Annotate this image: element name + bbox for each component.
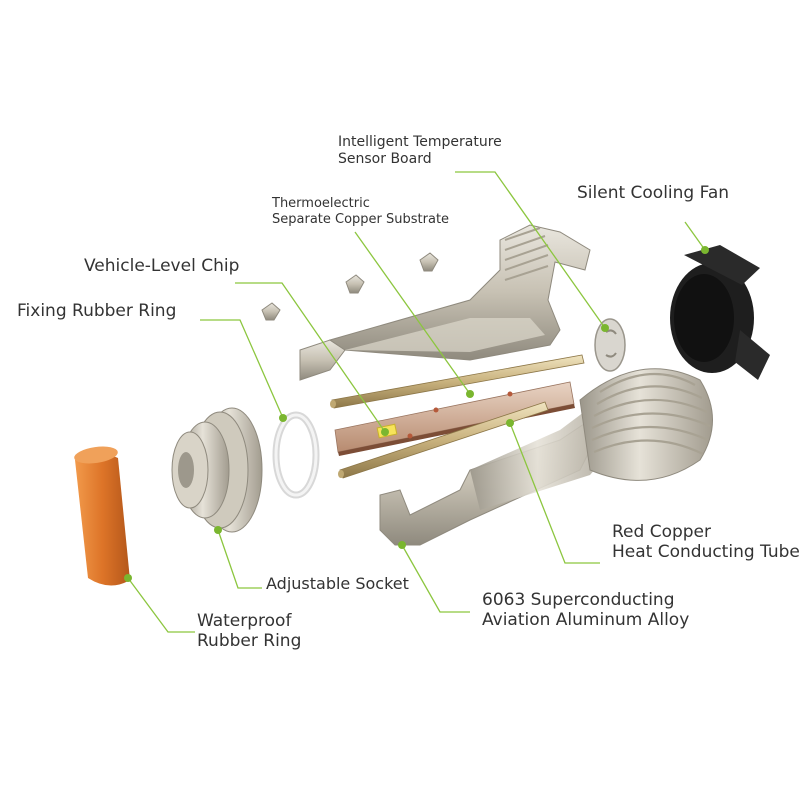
label-socket: Adjustable Socket: [266, 574, 409, 593]
label-cooling-fan: Silent Cooling Fan: [577, 183, 730, 203]
label-fixing-ring: Fixing Rubber Ring: [17, 301, 177, 321]
label-heat-tube: Red Copper Heat Conducting Tube: [612, 522, 800, 563]
leader-aluminum: [401, 544, 470, 613]
adjustable-socket: [171, 407, 263, 533]
upper-housing: [299, 224, 591, 381]
label-copper-substrate: Thermoelectric Separate Copper Substrate: [272, 196, 450, 227]
leader-sensor-board: [455, 171, 606, 329]
leader-lines: [127, 171, 706, 633]
leader-fixing-ring: [200, 319, 284, 419]
lower-housing: [379, 368, 713, 546]
leader-socket: [217, 529, 262, 589]
waterproof-rubber-ring: [74, 446, 130, 586]
screw-2: [345, 274, 365, 294]
label-sensor-board: Intelligent Temperature Sensor Board: [338, 134, 502, 167]
heat-tube-lower: [338, 401, 549, 479]
screw-1: [261, 302, 281, 321]
leader-chip: [235, 282, 386, 433]
sensor-board: [594, 318, 626, 372]
cooling-fan: [670, 245, 770, 380]
screw-3: [419, 252, 439, 272]
leader-heat-tube: [509, 422, 600, 564]
label-chip: Vehicle-Level Chip: [84, 256, 240, 276]
label-aluminum: 6063 Superconducting Aviation Aluminum A…: [482, 590, 690, 631]
heat-tube-upper: [330, 354, 585, 409]
leader-waterproof-ring: [127, 577, 195, 633]
label-waterproof-ring: Waterproof Rubber Ring: [197, 611, 302, 652]
leader-cooling-fan: [684, 221, 706, 251]
leader-copper-substrate: [354, 231, 471, 395]
leader-dots: [124, 246, 709, 582]
fixing-rubber-ring: [272, 411, 320, 499]
